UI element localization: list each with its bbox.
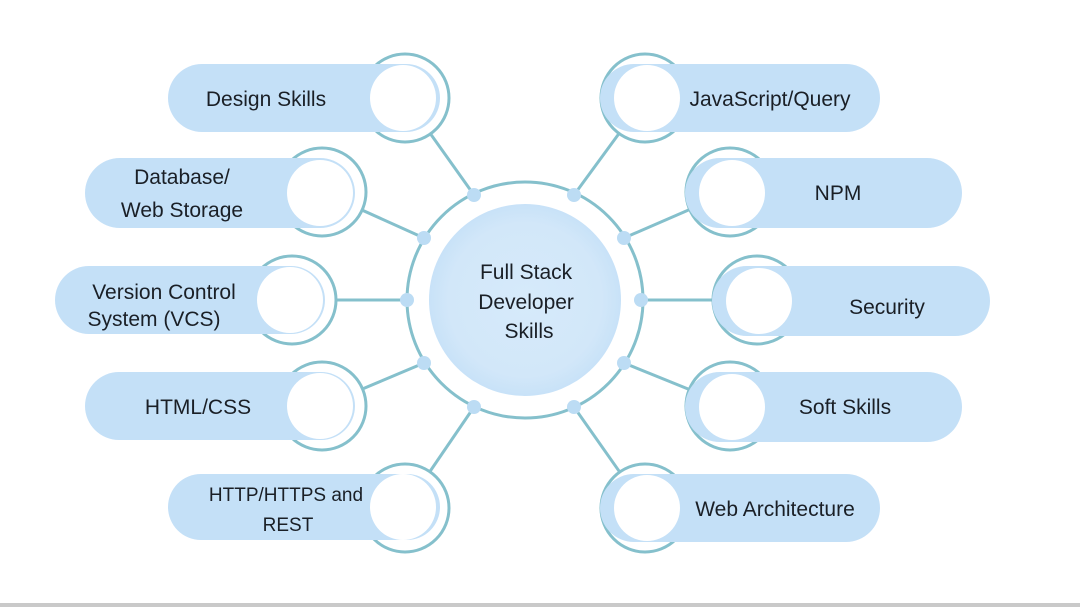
skill-security: Security [711,254,990,346]
bottom-bar [0,603,1080,607]
skill-database: Database/Web Storage [85,146,368,238]
svg-text:NPM: NPM [815,182,862,205]
svg-text:Design Skills: Design Skills [206,88,326,111]
skill-design: Design Skills [168,52,451,144]
skill-html-css: HTML/CSS [85,360,368,452]
svg-text:Database/Web Storage: Database/Web Storage [121,166,243,222]
svg-text:Security: Security [849,296,925,319]
skill-npm: NPM [684,146,962,238]
svg-text:JavaScript/Query: JavaScript/Query [689,88,851,111]
ring-nodes [400,188,648,414]
center-title: Full Stack Developer Skills [478,261,580,343]
svg-text:Soft Skills: Soft Skills [799,396,891,419]
skill-web-architecture: Web Architecture [599,462,880,554]
svg-text:Web Architecture: Web Architecture [695,498,855,521]
svg-text:HTML/CSS: HTML/CSS [145,396,251,419]
skill-javascript: JavaScript/Query [599,52,880,144]
skill-soft-skills: Soft Skills [684,360,962,452]
center-hub: Full Stack Developer Skills [405,180,645,420]
